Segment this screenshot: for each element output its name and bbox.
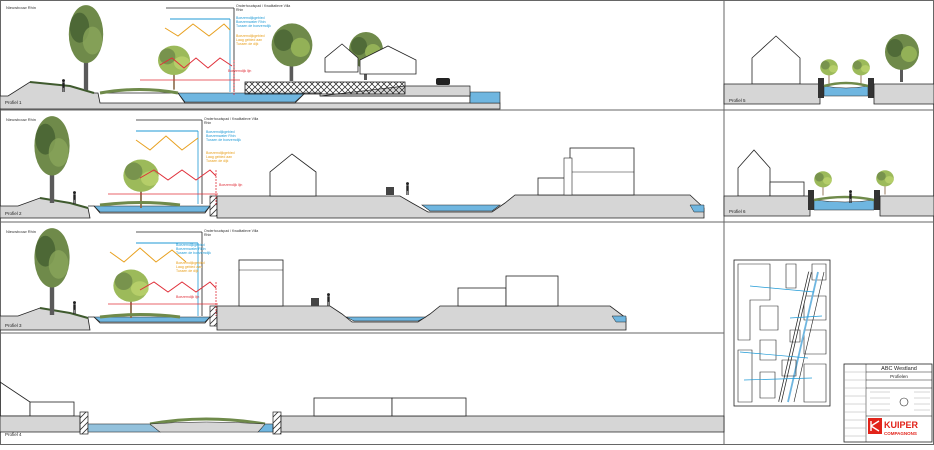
profile-1-note: Nieuwbouw Rhin [6,5,36,10]
profile-1: Nieuwbouw Rhin Onderhoudsp [0,4,501,110]
profile-3: Nieuwbouw Rhin Onderhoudspad / Kwalitati… [0,228,627,331]
tree-icon [271,23,313,81]
profile-2-label: Profiel 2 [5,211,22,216]
title-block: ABC Westland Profielen KUIPER COMPAGNONS [843,363,933,443]
profile-4-label: Profiel 4 [5,432,22,437]
tree-icon [34,116,70,203]
svg-text:Laag gebied aan: Laag gebied aan [236,38,262,42]
shrub-icon [122,158,160,208]
waste-bin-icon [386,187,394,195]
svg-text:Boezemdijkgebied: Boezemdijkgebied [206,130,235,134]
svg-text:Boezemdijkgebied: Boezemdijkgebied [176,243,205,247]
annotation-blue: Boezemdijkgebied [236,16,265,20]
svg-text:Boezemdijkgebied: Boezemdijkgebied [176,261,205,265]
svg-text:Rhin: Rhin [204,121,211,125]
svg-text:Boezemwater Rhin: Boezemwater Rhin [176,247,206,251]
svg-text:Tussen de dijk: Tussen de dijk [206,159,229,163]
svg-text:Rhin: Rhin [204,233,211,237]
bridge-truss [244,81,406,95]
tree-icon [885,34,919,82]
svg-text:Onderhoudspad / Kwalitatieve V: Onderhoudspad / Kwalitatieve Villa [204,229,258,233]
person-icon [73,301,76,314]
car-icon [436,78,450,85]
svg-text:Boezemdijk lijn: Boezemdijk lijn [176,295,199,299]
annotation-black: Onderhoudspad / Kwalitatieve Villa [236,4,290,8]
waste-bin-icon [311,298,319,306]
svg-text:Boezemwater Rhin: Boezemwater Rhin [236,20,266,24]
shrub-icon [112,268,150,318]
profile-6-label: Profiel 6 [729,209,746,214]
annotation-red: Boezemdijk lijn [228,69,251,73]
shrub-icon [851,58,871,84]
drawing-subject: Profielen [890,374,908,379]
profile-6: Profiel 6 [723,149,934,217]
site-plan-map [733,259,831,407]
profile-2-note: Nieuwbouw Rhin [6,117,36,122]
svg-text:Boezemdijkgebied: Boezemdijkgebied [206,151,235,155]
tree-icon [68,5,104,90]
svg-text:Onderhoudspad / Kwalitatieve V: Onderhoudspad / Kwalitatieve Villa [204,117,258,121]
brand-bottom: COMPAGNONS [884,431,917,436]
tree-icon [34,228,70,315]
person-icon [849,190,852,203]
profile-4: Profiel 4 [0,381,725,437]
profile-3-note: Nieuwbouw Rhin [6,229,36,234]
kuiper-logo-icon [868,418,882,434]
north-arrow-icon [899,397,909,407]
person-icon [406,182,409,195]
svg-text:Tussen de dijk: Tussen de dijk [176,269,199,273]
profile-5: Profiel 5 [723,34,934,105]
annotation-orange: Boezemdijkgebied [236,34,265,38]
project-title: ABC Westland [881,366,917,372]
brand-top: KUIPER [884,420,919,430]
person-icon [327,293,330,306]
svg-text:Laag gebied aan: Laag gebied aan [176,265,202,269]
shrub-icon [813,170,833,196]
svg-text:Tussen de dijk: Tussen de dijk [236,42,259,46]
person-icon [73,191,76,204]
svg-text:Tussen de boezemdijk: Tussen de boezemdijk [206,138,241,142]
profile-1-label: Profiel 1 [5,100,22,105]
svg-text:Tussen de boezemdijk: Tussen de boezemdijk [176,251,211,255]
shrub-icon [157,44,191,90]
profile-2: Nieuwbouw Rhin Onderhoudspad / Kwalitati… [0,116,705,219]
profile-5-label: Profiel 5 [729,98,746,103]
svg-text:Boezemwater Rhin: Boezemwater Rhin [206,134,236,138]
svg-text:Laag gebied aan: Laag gebied aan [206,155,232,159]
svg-text:Tussen de boezemdijk: Tussen de boezemdijk [236,24,271,28]
profile-3-label: Profiel 3 [5,323,22,328]
svg-text:Rhin: Rhin [236,8,243,12]
svg-text:Boezemdijk lijn: Boezemdijk lijn [219,183,242,187]
